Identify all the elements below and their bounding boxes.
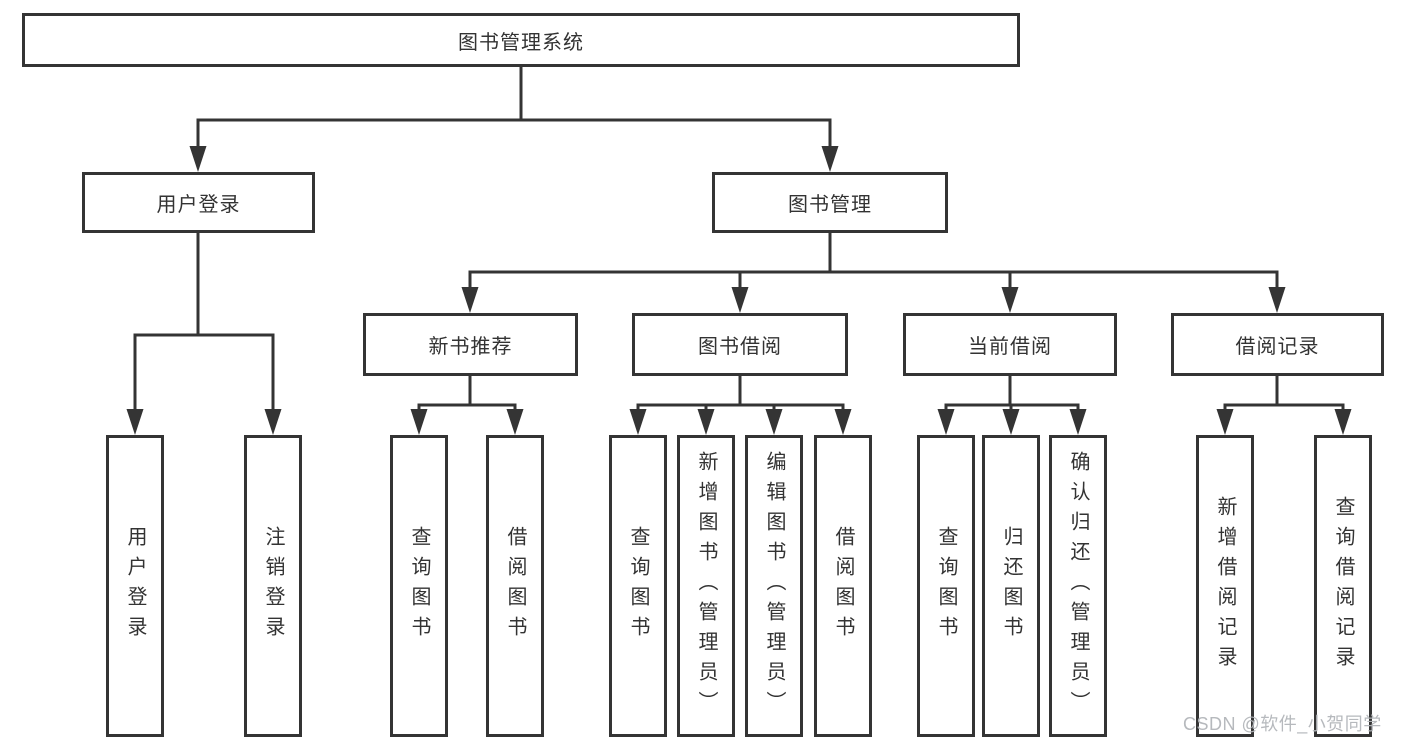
node-book-borrowing: 图书借阅 <box>632 313 848 376</box>
node-label: 借阅图书 <box>504 526 526 646</box>
node-user-login: 用户登录 <box>82 172 315 233</box>
leaf-query-books-borrow: 查询图书 <box>609 435 667 737</box>
leaf-query-books-recommend: 查询图书 <box>390 435 448 737</box>
node-label: 新书推荐 <box>428 336 513 358</box>
node-label: 图书管理 <box>788 194 872 216</box>
node-label: 用户登录 <box>124 526 146 646</box>
leaf-borrow-books-recommend: 借阅图书 <box>486 435 544 737</box>
csdn-watermark: CSDN @软件_小贺同学 <box>1183 714 1382 734</box>
node-label: 借阅记录 <box>1235 336 1320 358</box>
node-label: 用户登录 <box>156 194 241 216</box>
node-current-borrowing: 当前借阅 <box>903 313 1117 376</box>
node-label: 查询图书 <box>627 526 649 646</box>
node-label: 图书借阅 <box>698 336 782 358</box>
node-label: 当前借阅 <box>968 336 1052 358</box>
node-label: 新增图书（管理员） <box>695 451 717 721</box>
node-label: 查询图书 <box>935 526 957 646</box>
node-label: 查询借阅记录 <box>1332 496 1354 676</box>
node-new-book-recommend: 新书推荐 <box>363 313 578 376</box>
node-label: 归还图书 <box>1000 526 1022 646</box>
leaf-query-books-current: 查询图书 <box>917 435 975 737</box>
leaf-borrow-books: 借阅图书 <box>814 435 872 737</box>
leaf-user-login: 用户登录 <box>106 435 164 737</box>
node-label: 确认归还（管理员） <box>1067 451 1089 721</box>
node-label: 编辑图书（管理员） <box>763 451 785 721</box>
leaf-add-borrow-record: 新增借阅记录 <box>1196 435 1254 737</box>
node-root-system: 图书管理系统 <box>22 13 1020 67</box>
leaf-edit-books-admin: 编辑图书（管理员） <box>745 435 803 737</box>
node-label: 注销登录 <box>262 526 284 646</box>
node-borrowing-records: 借阅记录 <box>1171 313 1384 376</box>
node-label: 借阅图书 <box>832 526 854 646</box>
leaf-confirm-return-admin: 确认归还（管理员） <box>1049 435 1107 737</box>
leaf-add-books-admin: 新增图书（管理员） <box>677 435 735 737</box>
node-label: 图书管理系统 <box>458 31 584 54</box>
node-label: 新增借阅记录 <box>1214 496 1236 676</box>
leaf-return-books: 归还图书 <box>982 435 1040 737</box>
node-book-management: 图书管理 <box>712 172 948 233</box>
leaf-logout: 注销登录 <box>244 435 302 737</box>
node-label: 查询图书 <box>408 526 430 646</box>
leaf-query-borrow-record: 查询借阅记录 <box>1314 435 1372 737</box>
